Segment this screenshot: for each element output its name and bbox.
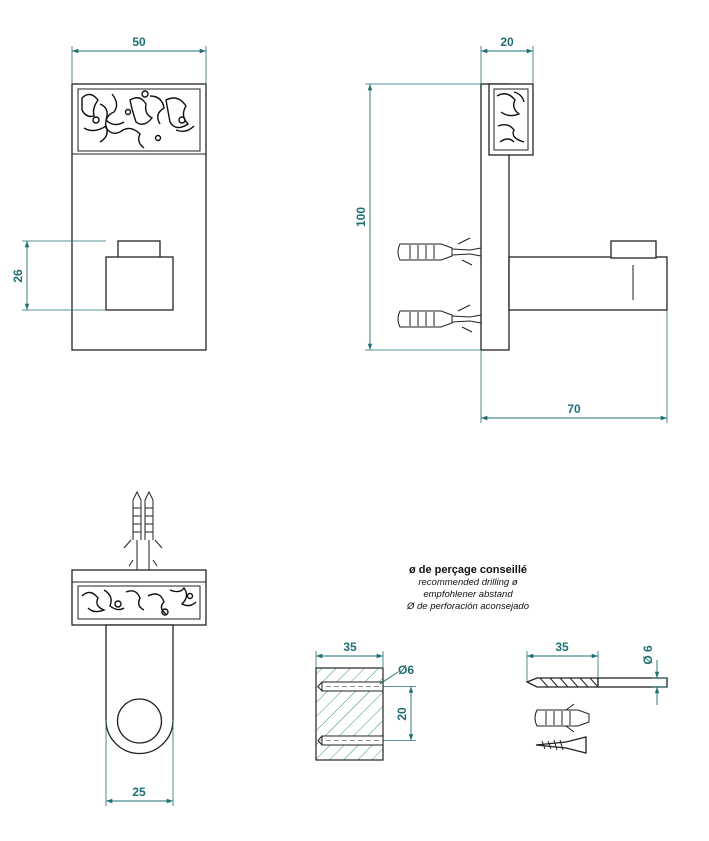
side-decor-block (488, 83, 534, 156)
dim-drill-depth: 35 (343, 640, 357, 654)
front-view (71, 83, 207, 351)
side-wall-plug-lower (397, 304, 482, 333)
dim-top-width: 25 (132, 785, 146, 799)
top-hook-hole (116, 698, 163, 744)
dim-side-depth: 20 (500, 35, 514, 49)
drilling-note: ø de perçage conseillé recommended drill… (406, 564, 529, 612)
dim-drill-spacing: 20 (395, 707, 409, 721)
dim-drill-diameter: Ø6 (398, 663, 414, 677)
dim-front-width: 50 (132, 35, 146, 49)
front-hook-top (117, 240, 161, 259)
accessory-screw (535, 736, 587, 754)
note-line-2: empfohlener abstand (423, 589, 513, 600)
front-decor-frame (77, 88, 201, 152)
drill-section (315, 667, 384, 761)
front-decor-pattern (81, 90, 195, 149)
accessory-wall-plug (534, 703, 590, 733)
dim-front-hook-height: 26 (11, 269, 25, 283)
dim-side-projection: 70 (567, 402, 581, 416)
drill-bit (525, 677, 668, 688)
side-hook-arm (508, 256, 668, 311)
note-line-3: Ø de perforación aconsejado (406, 601, 529, 612)
note-title: ø de perçage conseillé (409, 564, 527, 576)
top-view (71, 490, 207, 755)
side-hook-cap (610, 240, 657, 259)
top-decor-pattern (81, 586, 197, 616)
dim-bit-length: 35 (555, 640, 569, 654)
top-backplate (71, 569, 207, 626)
note-line-1: recommended drilling ø (418, 577, 517, 588)
side-view (397, 83, 668, 351)
top-wall-plugs (123, 490, 163, 570)
front-hook-body (105, 256, 174, 311)
dim-bit-diameter: Ø 6 (641, 645, 655, 665)
dim-side-height: 100 (354, 207, 368, 227)
side-wall-plug-upper (397, 237, 482, 266)
